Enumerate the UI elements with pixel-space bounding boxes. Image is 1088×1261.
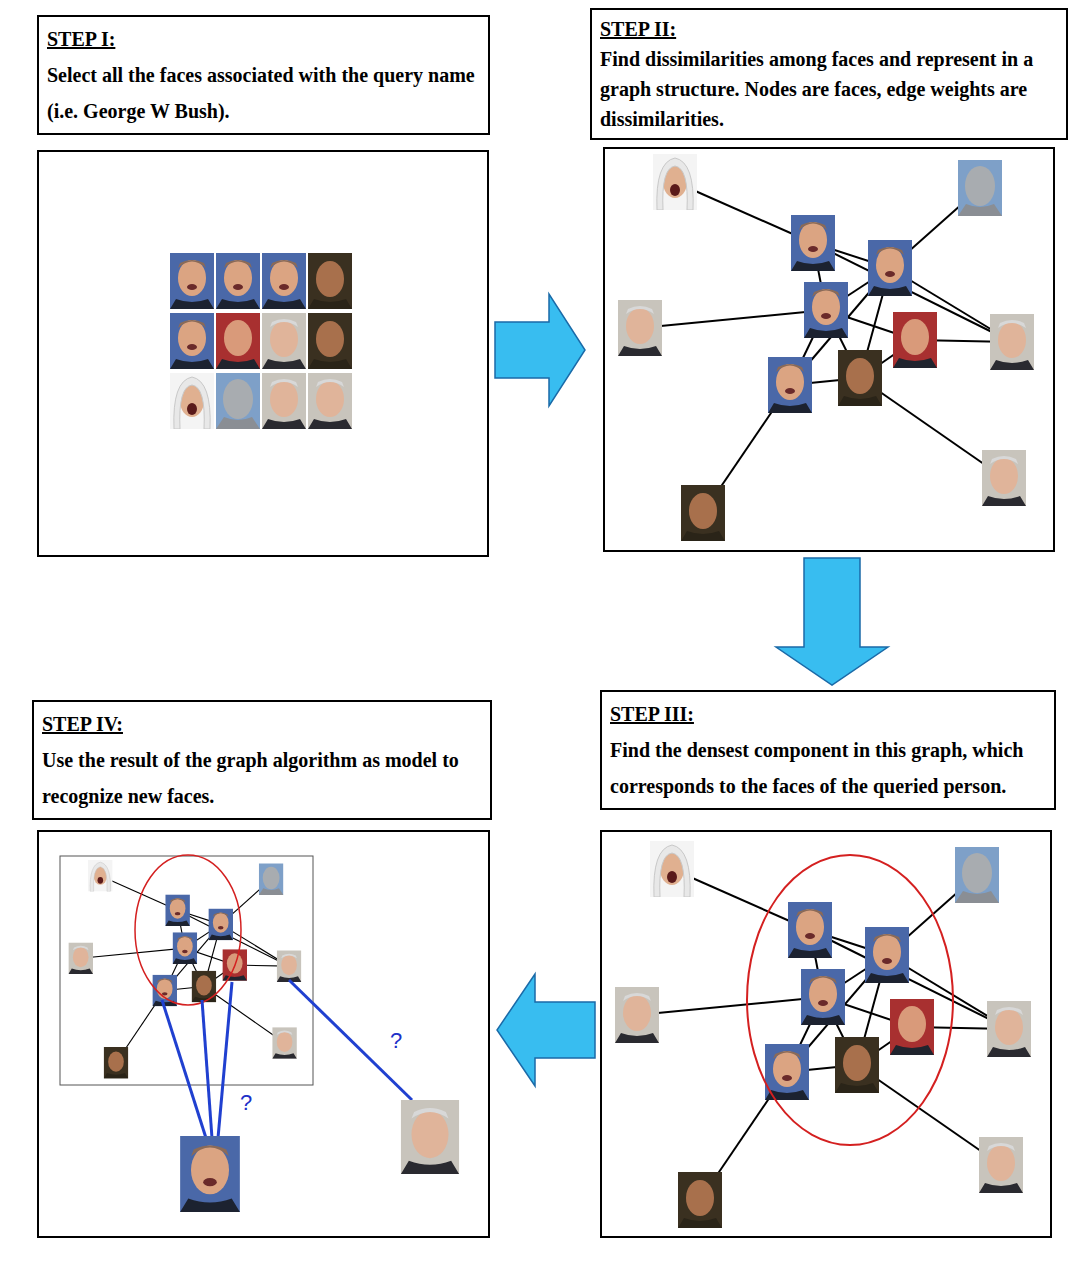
flow-arrow	[776, 558, 888, 685]
step-description: Use the result of the graph algorithm as…	[42, 742, 482, 814]
step-text-box: STEP II:Find dissimilarities among faces…	[590, 8, 1068, 140]
step-text-box: STEP IV:Use the result of the graph algo…	[32, 700, 492, 820]
face-graph	[68, 860, 301, 1079]
picture-panel	[38, 831, 489, 1237]
dense-component-ring	[747, 855, 953, 1145]
query-line	[218, 982, 232, 1138]
face-photo	[308, 313, 352, 369]
step-description: Find the densest component in this graph…	[610, 732, 1046, 804]
step-panel: STEP II:Find dissimilarities among faces…	[590, 8, 1068, 553]
face-graph	[615, 841, 1031, 1228]
face-photo	[308, 373, 352, 429]
face-photo	[170, 313, 214, 369]
face-photo	[170, 373, 214, 429]
step-panel: STEP I:Select all the faces associated w…	[37, 15, 490, 557]
question-mark: ?	[238, 1090, 254, 1116]
step-heading: STEP I:	[47, 21, 480, 57]
query-line	[289, 980, 412, 1100]
step-text-box: STEP I:Select all the faces associated w…	[37, 15, 490, 135]
step-heading: STEP III:	[610, 696, 1046, 732]
step-panel: STEP III:Find the densest component in t…	[600, 690, 1056, 1239]
step-description: Find dissimilarities among faces and rep…	[600, 44, 1058, 134]
step-description: Select all the faces associated with the…	[47, 57, 480, 129]
step-heading: STEP II:	[600, 14, 1058, 44]
model-frame	[60, 856, 313, 1085]
face-photo	[216, 253, 260, 309]
flow-arrow	[495, 294, 585, 406]
query-line	[202, 1000, 212, 1138]
flow-arrow	[497, 974, 595, 1086]
face-photo	[262, 373, 306, 429]
step-text-box: STEP III:Find the densest component in t…	[600, 690, 1056, 810]
dense-component-ring	[135, 855, 241, 1005]
face-photo	[170, 253, 214, 309]
picture-panel	[38, 151, 488, 556]
new-face-photo	[180, 1136, 240, 1212]
picture-panel	[604, 148, 1054, 551]
query-line	[162, 1000, 206, 1138]
query-lines	[162, 980, 412, 1138]
face-photo	[216, 373, 260, 429]
face-photo	[262, 313, 306, 369]
new-face-photo	[401, 1100, 459, 1174]
face-photo	[308, 253, 352, 309]
face-photo	[262, 253, 306, 309]
step-heading: STEP IV:	[42, 706, 482, 742]
face-photo	[216, 313, 260, 369]
face-grid	[170, 253, 352, 429]
face-graph	[618, 154, 1034, 541]
question-mark: ?	[388, 1028, 404, 1054]
picture-panel	[601, 831, 1051, 1237]
step-panel: STEP IV:Use the result of the graph algo…	[32, 700, 492, 1239]
